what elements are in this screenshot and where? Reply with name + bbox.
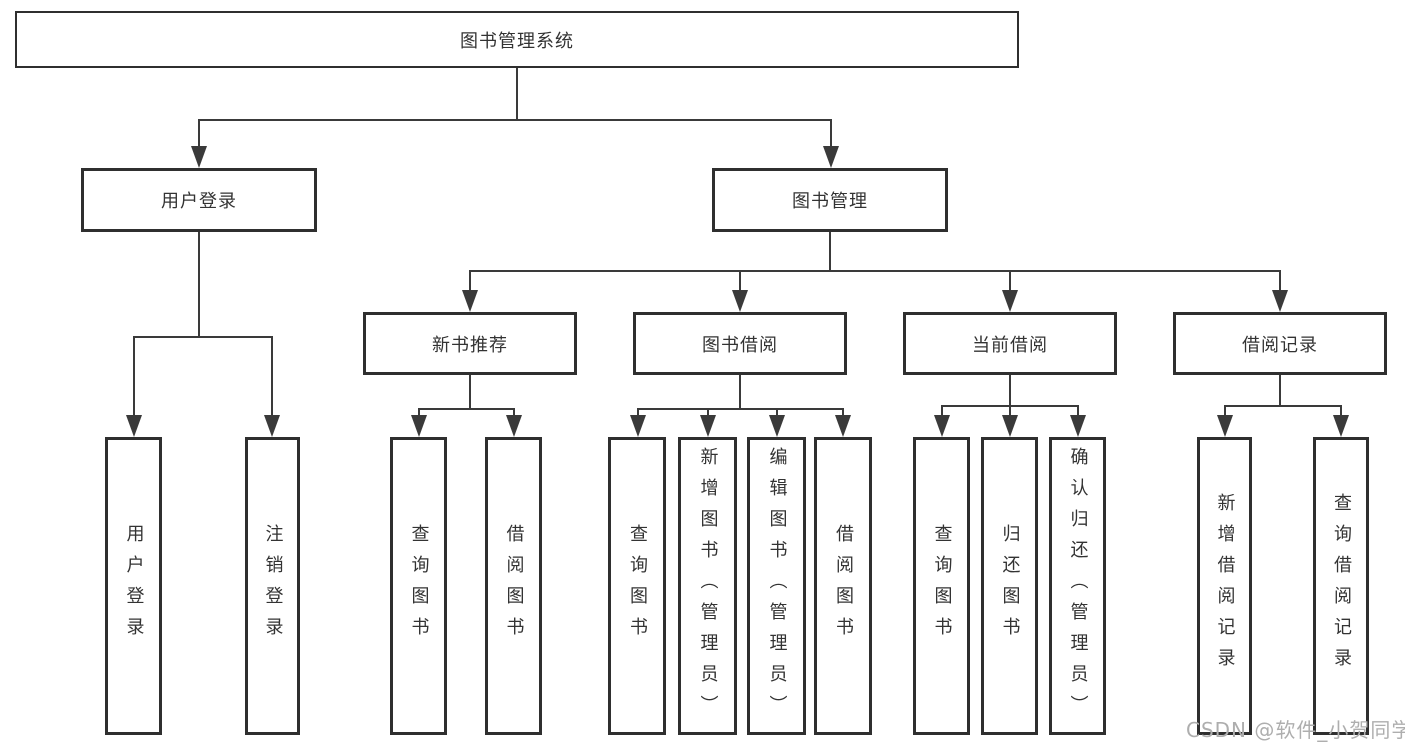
connector-line [513, 408, 515, 418]
leaf-records-add: 新增借阅记录 [1197, 437, 1252, 735]
connector-line [271, 336, 273, 417]
connector-arrow-icon [630, 415, 646, 437]
connector-arrow-icon [769, 415, 785, 437]
connector-arrow-icon [191, 146, 207, 168]
leaf-records-query: 查询借阅记录 [1313, 437, 1369, 735]
connector-arrow-icon [934, 415, 950, 437]
node-borrow-records-label: 借阅记录 [1242, 334, 1318, 356]
leaf-current-return: 归还图书 [981, 437, 1038, 735]
leaf-borrow-query: 查询图书 [608, 437, 666, 735]
connector-line [469, 270, 471, 293]
connector-line [198, 232, 200, 336]
connector-arrow-icon [1002, 415, 1018, 437]
connector-arrow-icon [1002, 290, 1018, 312]
connector-line [830, 119, 832, 149]
connector-arrow-icon [506, 415, 522, 437]
node-current-borrow-label: 当前借阅 [972, 334, 1048, 356]
connector-line [1224, 405, 1342, 407]
connector-arrow-icon [1272, 290, 1288, 312]
leaf-label: 借阅图书 [833, 524, 854, 648]
leaf-logout: 注销登录 [245, 437, 300, 735]
leaf-label: 新增图书（管理员） [697, 446, 719, 726]
leaf-label: 用户登录 [123, 524, 145, 648]
connector-line [1224, 405, 1226, 418]
leaf-newbooks-query: 查询图书 [390, 437, 447, 735]
leaf-current-confirm-admin: 确认归还（管理员） [1049, 437, 1106, 735]
node-new-books: 新书推荐 [363, 312, 577, 375]
connector-line [842, 408, 844, 418]
connector-arrow-icon [126, 415, 142, 437]
connector-line [637, 408, 844, 410]
leaf-borrow-book: 借阅图书 [814, 437, 872, 735]
connector-line [469, 270, 1281, 272]
connector-line [516, 68, 518, 119]
node-user-login-label: 用户登录 [161, 191, 237, 212]
leaf-newbooks-borrow: 借阅图书 [485, 437, 542, 735]
connector-line [707, 408, 709, 418]
connector-line [1009, 405, 1011, 418]
node-current-borrow: 当前借阅 [903, 312, 1117, 375]
connector-line [198, 119, 832, 121]
node-book-mgmt-label: 图书管理 [792, 191, 868, 212]
connector-line [133, 336, 273, 338]
connector-arrow-icon [823, 146, 839, 168]
leaf-label: 确认归还（管理员） [1067, 446, 1089, 726]
connector-arrow-icon [1217, 415, 1233, 437]
connector-arrow-icon [700, 415, 716, 437]
leaf-label: 新增借阅记录 [1214, 493, 1236, 679]
node-root: 图书管理系统 [15, 11, 1019, 68]
node-root-label: 图书管理系统 [460, 30, 574, 52]
connector-line [133, 336, 135, 417]
connector-line [739, 270, 741, 293]
leaf-label: 借阅图书 [503, 524, 525, 648]
connector-arrow-icon [411, 415, 427, 437]
node-borrow-records: 借阅记录 [1173, 312, 1387, 375]
connector-arrow-icon [264, 415, 280, 437]
connector-line [418, 408, 420, 418]
connector-arrow-icon [1070, 415, 1086, 437]
node-book-mgmt: 图书管理 [712, 168, 948, 232]
connector-line [637, 408, 639, 418]
connector-line [1279, 375, 1281, 405]
leaf-label: 查询图书 [931, 524, 953, 648]
connector-line [941, 405, 943, 418]
watermark: CSDN @软件_小贺同学 [1186, 718, 1405, 742]
leaf-user-login: 用户登录 [105, 437, 162, 735]
connector-line [1279, 270, 1281, 293]
connector-line [469, 375, 471, 408]
node-user-login: 用户登录 [81, 168, 317, 232]
connector-line [1009, 375, 1011, 405]
connector-line [1009, 270, 1011, 293]
connector-line [739, 375, 741, 408]
leaf-label: 归还图书 [999, 524, 1021, 648]
node-book-borrow: 图书借阅 [633, 312, 847, 375]
connector-arrow-icon [462, 290, 478, 312]
connector-arrow-icon [732, 290, 748, 312]
node-new-books-label: 新书推荐 [432, 334, 508, 356]
leaf-borrow-edit-admin: 编辑图书（管理员） [747, 437, 806, 735]
leaf-label: 查询图书 [627, 524, 648, 648]
leaf-current-query: 查询图书 [913, 437, 970, 735]
leaf-label: 注销登录 [262, 524, 284, 648]
connector-arrow-icon [1333, 415, 1349, 437]
leaf-borrow-add-admin: 新增图书（管理员） [678, 437, 737, 735]
connector-line [1077, 405, 1079, 418]
leaf-label: 编辑图书（管理员） [766, 446, 788, 726]
node-book-borrow-label: 图书借阅 [702, 334, 778, 356]
leaf-label: 查询图书 [408, 524, 430, 648]
connector-line [1340, 405, 1342, 418]
connector-line [829, 232, 831, 270]
connector-line [418, 408, 515, 410]
connector-arrow-icon [835, 415, 851, 437]
connector-line [776, 408, 778, 418]
connector-line [198, 119, 200, 149]
leaf-label: 查询借阅记录 [1331, 493, 1352, 679]
